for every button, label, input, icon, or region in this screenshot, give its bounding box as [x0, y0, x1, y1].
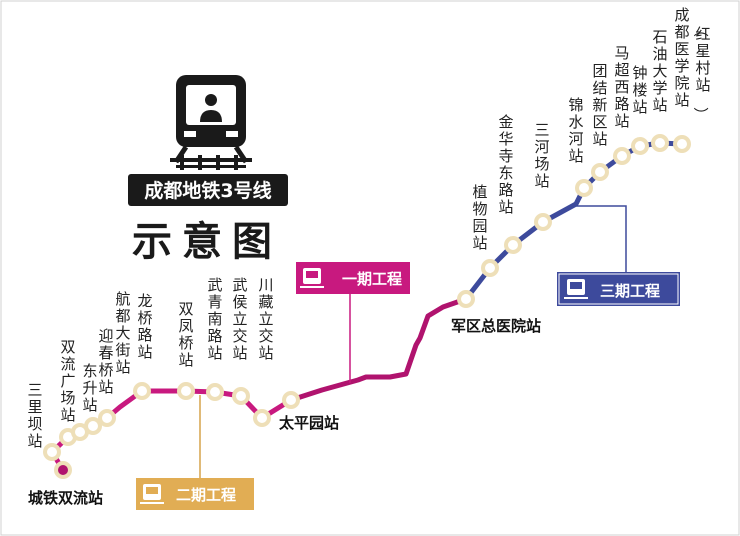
metro-train-icon: [170, 75, 252, 170]
station-label: 植物园站: [472, 183, 487, 252]
station-label: 三里坝站: [27, 381, 42, 450]
phase3-callout-line: [576, 205, 627, 272]
title-line: 成都地铁3号线: [144, 179, 271, 202]
station-dot[interactable]: [43, 443, 61, 461]
station-label: 三河场站: [534, 121, 549, 190]
train-icon: [140, 484, 164, 504]
station-dot[interactable]: [591, 163, 609, 181]
station-label: 马超西路站: [614, 44, 629, 130]
station-dot[interactable]: [534, 213, 552, 231]
station-label: 龙桥路站: [137, 292, 152, 361]
station-dot[interactable]: [613, 147, 631, 165]
station-label: 成都医学院站: [674, 6, 689, 109]
station-dot[interactable]: [651, 134, 669, 152]
train-icon: [564, 279, 588, 299]
station-dot[interactable]: [631, 137, 649, 155]
station-label: 双流广场站: [60, 338, 75, 424]
station-dot[interactable]: [575, 179, 593, 197]
station-dot[interactable]: [98, 409, 116, 427]
station-label: 川藏立交站: [258, 276, 273, 362]
station-label: 城铁双流站: [28, 489, 103, 507]
phase2-label: 二期工程: [136, 478, 254, 510]
station-label: 迎春桥站: [98, 327, 113, 396]
station-dot[interactable]: [133, 382, 151, 400]
station-label: 团结新区站: [592, 62, 607, 148]
station-label: 武侯立交站: [232, 276, 247, 362]
train-icon: [300, 268, 324, 288]
station-dot[interactable]: [504, 236, 522, 254]
station-dot[interactable]: [282, 391, 300, 409]
title-banner: [128, 174, 288, 206]
station-dot[interactable]: [232, 387, 250, 405]
phase3-label: 三期工程: [557, 272, 680, 306]
station-label: 石油大学站: [652, 28, 667, 114]
route-phase1: [288, 296, 469, 403]
station-label: 航都大街站: [115, 290, 130, 376]
station-label: 金华寺东路站: [498, 113, 513, 216]
station-label: （红星村站）: [691, 22, 710, 122]
svg-text:三期工程: 三期工程: [600, 282, 660, 300]
phase1-label: 一期工程: [296, 262, 410, 294]
station-dot[interactable]: [481, 259, 499, 277]
station-label: 太平园站: [279, 414, 339, 432]
station-dots: [43, 134, 691, 479]
station-dot[interactable]: [253, 409, 271, 427]
station-dot[interactable]: [673, 135, 691, 153]
station-dot[interactable]: [177, 382, 195, 400]
svg-text:二期工程: 二期工程: [176, 486, 236, 504]
station-label: 钟楼站: [632, 64, 647, 116]
station-dot[interactable]: [84, 417, 102, 435]
station-dot[interactable]: [54, 461, 72, 479]
station-dot[interactable]: [206, 383, 224, 401]
svg-text:一期工程: 一期工程: [342, 270, 402, 288]
title-subtitle: 示意图: [132, 219, 282, 265]
station-label: 武青南路站: [207, 276, 222, 362]
station-dot[interactable]: [457, 290, 475, 308]
station-label: 锦水河站: [568, 96, 583, 165]
station-label: 东升站: [82, 362, 97, 414]
station-label: 双凤桥站: [178, 300, 193, 369]
station-label: 军区总医院站: [451, 317, 541, 335]
